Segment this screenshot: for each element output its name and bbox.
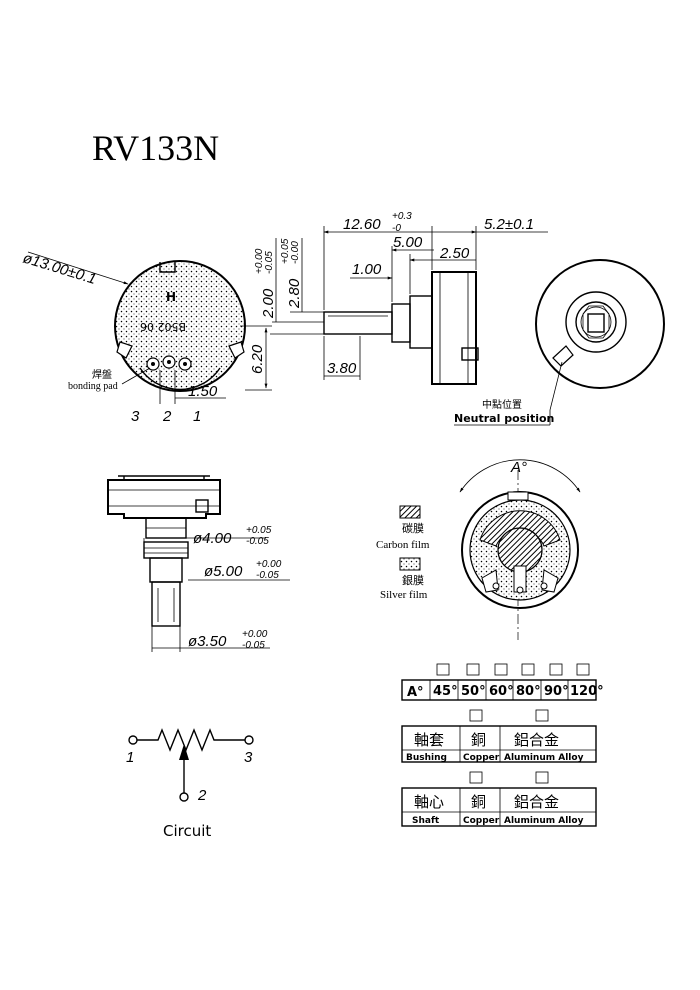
pin-label-2: 2 — [162, 408, 172, 425]
dim-2-00-tol-dn: -0.05 — [264, 251, 275, 274]
circuit-terminal-1 — [128, 735, 138, 745]
pad-label-cn: 焊盤 — [92, 368, 112, 381]
angle-checkbox-45[interactable] — [436, 663, 450, 676]
circuit-pin-2: 2 — [197, 787, 207, 804]
dim-2-00-tol-up: +0.00 — [254, 248, 265, 274]
dim-2-00: 2.00 — [260, 288, 277, 319]
dim-nut-dia: ø5.00 — [204, 563, 243, 580]
circuit-terminal-3 — [244, 735, 254, 745]
carbon-label-cn: 碳膜 — [402, 521, 424, 535]
angle-option-45: 45° — [433, 684, 458, 699]
dim-height: 6.20 — [249, 344, 266, 374]
body-marking: B502 06 — [140, 320, 186, 333]
dim-nut-dia-up: +0.00 — [256, 559, 282, 570]
neutral-label-en: Neutral position — [454, 412, 554, 425]
bushing-table: 軸套 銅 鋁合金 Bushing Copper Aluminum Alloy — [401, 709, 597, 763]
angle-table: A° 45° 50° 60° 80° 90° 120° — [401, 663, 604, 701]
angle-checkbox-120[interactable] — [576, 663, 590, 676]
back-view: 中點位置 Neutral position — [454, 259, 665, 426]
pin-label-1: 1 — [193, 408, 201, 425]
dim-total: 12.60 — [343, 216, 381, 233]
bushing-aluminum-cn: 鋁合金 — [514, 731, 559, 749]
dim-shaft-dia-dn: -0.05 — [242, 640, 265, 651]
dim-shaft-dia-up: +0.00 — [242, 629, 268, 640]
circuit-terminal-2 — [179, 792, 189, 802]
dim-total-tol-up: +0.3 — [392, 211, 412, 222]
angle-option-60: 60° — [489, 684, 514, 699]
carbon-label-en: Carbon film — [376, 539, 430, 551]
bottom-shaft — [151, 581, 181, 627]
shaft-copper-cn: 銅 — [471, 793, 486, 811]
bushing-checkbox-aluminum[interactable] — [535, 709, 549, 722]
silver-label-en: Silver film — [380, 589, 428, 601]
angle-checkbox-60[interactable] — [494, 663, 508, 676]
shaft-checkbox-copper[interactable] — [469, 771, 483, 784]
bushing-copper-en: Copper — [463, 753, 500, 763]
shaft-aluminum-cn: 鋁合金 — [514, 793, 559, 811]
dim-2-80-tol-dn: -0.00 — [290, 241, 301, 264]
shaft-en: Shaft — [412, 816, 440, 826]
bottom-view: ø4.00 +0.05 -0.05 ø5.00 +0.00 -0.05 ø3.5… — [107, 475, 290, 652]
angle-option-90: 90° — [544, 684, 569, 699]
bushing-aluminum-en: Aluminum Alloy — [504, 753, 584, 763]
dim-total-tol-dn: -0 — [392, 223, 401, 234]
angle-option-50: 50° — [461, 684, 486, 699]
bushing-copper-cn: 銅 — [471, 731, 486, 749]
back-body-circle — [535, 259, 665, 389]
shaft-copper-en: Copper — [463, 816, 500, 826]
angle-table-header: A° — [407, 685, 424, 700]
dim-body-width: 5.2±0.1 — [484, 216, 534, 233]
dim-1-00: 1.00 — [352, 261, 382, 278]
dim-2-80-tol-up: +0.05 — [280, 238, 291, 264]
wiper-arrow — [179, 744, 189, 760]
shaft-table: 軸心 銅 鋁合金 Shaft Copper Aluminum Alloy — [401, 771, 597, 827]
dim-bushing-dia: ø4.00 — [193, 530, 232, 547]
shaft-aluminum-en: Aluminum Alloy — [504, 816, 584, 826]
carbon-swatch — [399, 505, 421, 519]
angle-checkbox-90[interactable] — [549, 663, 563, 676]
pad-label-en: bonding pad — [68, 381, 118, 392]
neutral-label-cn: 中點位置 — [482, 398, 522, 411]
dim-5-00: 5.00 — [393, 234, 423, 251]
bushing-cn: 軸套 — [414, 731, 444, 749]
dim-bushing-dia-dn: -0.05 — [246, 536, 269, 547]
pin-label-3: 3 — [131, 408, 140, 425]
circuit-pin-1: 1 — [126, 749, 134, 766]
angle-option-80: 80° — [516, 684, 541, 699]
resistive-element-view: A° — [459, 459, 581, 640]
resistor-symbol — [137, 728, 245, 752]
dim-2-80: 2.80 — [286, 278, 303, 309]
side-shaft — [323, 311, 393, 335]
angle-checkbox-80[interactable] — [521, 663, 535, 676]
side-body — [431, 271, 477, 385]
dim-diameter: ø13.00±0.1 — [21, 250, 98, 288]
shaft-checkbox-aluminum[interactable] — [535, 771, 549, 784]
front-view: H B502 06 ø13.00±0.1 6.20 焊盤 bonding pad… — [21, 250, 272, 425]
dim-nut-dia-dn: -0.05 — [256, 570, 279, 581]
dim-pitch: 1.50 — [188, 383, 218, 400]
silver-label-cn: 銀膜 — [402, 573, 424, 587]
angle-label: A° — [510, 459, 527, 476]
angle-option-120: 120° — [570, 684, 604, 699]
angle-checkbox-50[interactable] — [466, 663, 480, 676]
dim-bushing-dia-up: +0.05 — [246, 525, 272, 536]
film-legend: 碳膜 Carbon film 銀膜 Silver film — [376, 505, 430, 601]
bushing-en: Bushing — [406, 753, 447, 763]
silver-swatch — [399, 557, 421, 571]
circuit-diagram: 1 2 3 Circuit — [126, 728, 254, 840]
bottom-housing — [107, 479, 221, 519]
drawing-title: RV133N — [92, 128, 219, 168]
shaft-cn: 軸心 — [414, 793, 444, 811]
brand-logo: H — [166, 290, 176, 304]
circuit-label: Circuit — [163, 822, 211, 840]
circuit-pin-3: 3 — [244, 749, 253, 766]
dim-2-50: 2.50 — [439, 245, 470, 262]
dim-shaft-dia: ø3.50 — [188, 633, 227, 650]
bushing-checkbox-copper[interactable] — [469, 709, 483, 722]
side-view: 12.60 +0.3 -0 5.2±0.1 5.00 2.50 1.00 2.0… — [254, 211, 548, 385]
dim-3-80: 3.80 — [327, 360, 357, 377]
